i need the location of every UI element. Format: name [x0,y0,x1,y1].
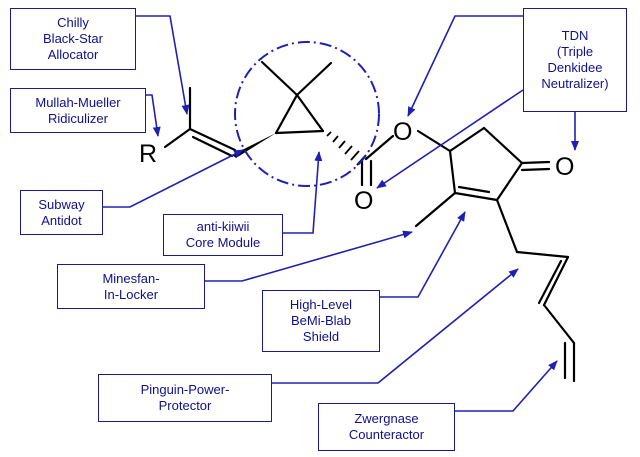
label-line: Counteractor [348,427,425,442]
label-line: Allocator [47,47,99,62]
label-line: In-Locker [103,286,159,302]
bond-chain-1 [495,198,519,254]
arrow-mullah [146,94,161,137]
bond-ring-c [274,129,325,135]
label-line: Ridiculizer [48,110,108,126]
bond-r-c [163,127,192,149]
arrow-tdn-ester [407,15,523,117]
arrow-subway [103,149,244,208]
bond-ring5-a [448,126,486,153]
core-module-highlight-circle [234,41,380,187]
bond-gem-methyl-2 [295,61,333,97]
bond-chain-3b [537,259,563,305]
label-line: Mullah-Mueller [35,94,121,110]
bond-alkene-1 [188,127,237,152]
arrow-minesfan [205,230,413,282]
label-line: Antidot [41,212,82,228]
bond-ring-a [274,93,299,135]
arrow-highlevel [380,211,466,298]
bond-ring5-d-inner [457,185,491,194]
label-line: Pinguin-Power- [140,382,230,397]
label-minesfan-in-locker: Minesfan- In-Locker [57,264,205,309]
label-line: TDN [561,28,589,43]
label-line: Minesfan- [102,270,160,286]
label-line: Subway [38,196,85,212]
bond-ring5-c [495,161,524,202]
label-tdn-triple-denkidee-neutralizer: TDN (Triple Denkidee Neutralizer) [523,8,627,112]
label-zwergnase-counteractor: Zwergnase Counteractor [318,403,455,451]
arrow-zwergnase [455,360,558,412]
bond-ring-b [295,93,325,133]
arrow-pinguin [272,268,519,384]
bond-oester-ring [416,129,452,153]
bond-chain-2 [515,250,570,259]
label-line: Protector [158,398,212,413]
label-line: Neutralizer) [541,76,609,91]
bond-ring-methyl [414,191,457,228]
atom-ester-oxygen: O [393,118,413,146]
atom-r: R [139,140,158,168]
bond-ketone-1 [520,160,551,165]
label-chilly-black-star-allocator: Chilly Black-Star Allocator [10,8,136,70]
label-line: BeMi-Blab [291,313,351,328]
label-line: Chilly [57,15,89,30]
label-line: Zwergnase [354,411,419,426]
label-subway-antidot: Subway Antidot [20,190,103,235]
label-high-level-bemi-blab-shield: High-Level BeMi-Blab Shield [262,290,380,352]
label-line: Shield [302,329,340,344]
bond-chain-3a [542,255,570,307]
label-anti-kiiwii-core-module: anti-kiiwii Core Module [163,214,283,256]
label-line: Core Module [185,235,261,250]
arrow-chilly [136,15,190,115]
atom-ketone-oxygen: O [555,153,575,181]
label-pinguin-power-protector: Pinguin-Power- Protector [98,374,272,422]
label-line: High-Level [289,297,353,312]
connector-arrows [103,15,579,412]
hashed-bond [326,131,367,166]
arrow-antikiiwii [283,151,323,234]
label-line: Denkidee [547,60,603,75]
bond-alkene-2 [191,135,234,158]
label-line: Black-Star [43,31,103,46]
label-mullah-mueller-ridiculizer: Mullah-Mueller Ridiculizer [10,88,146,133]
label-line: anti-kiiwii [196,219,250,234]
bond-c-oester [364,134,395,161]
label-line: (Triple [556,44,594,59]
molecule-bonds [163,60,576,383]
bond-ring5-d [453,191,499,202]
bond-ketone-2 [520,167,551,172]
atom-carbonyl-oxygen: O [354,187,374,215]
arrow-tdn-carbonyl [376,89,524,189]
bond-ring5-b [482,126,524,165]
bond-ring5-e [448,149,457,195]
bond-chain-4 [542,303,576,345]
bond-gem-methyl-1 [260,60,299,97]
